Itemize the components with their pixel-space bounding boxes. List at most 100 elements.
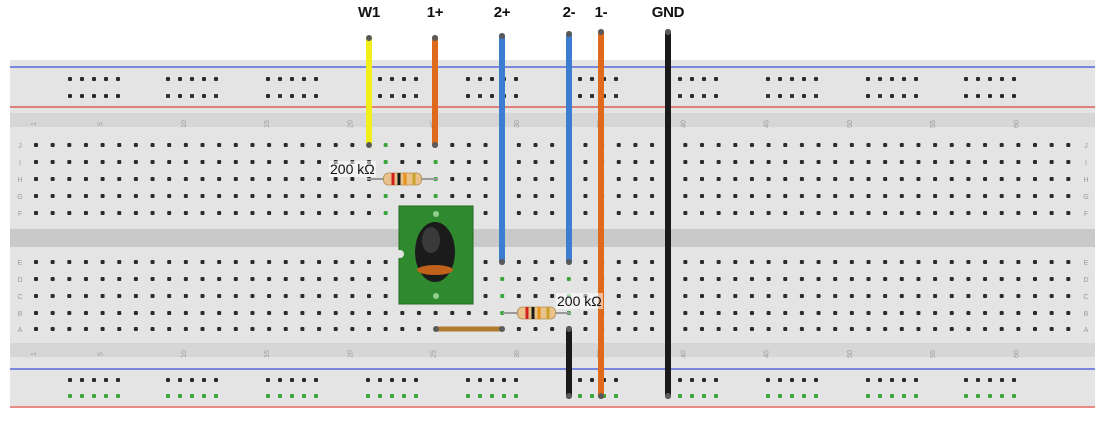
terminal-hole [633,260,638,264]
terminal-hole [67,211,72,215]
terminal-hole [916,194,921,198]
terminal-hole [1016,177,1021,181]
terminal-hole [999,277,1004,281]
rail-hole [190,77,194,81]
terminal-hole [34,277,38,281]
terminal-hole [883,211,888,215]
terminal-hole [183,177,188,181]
rail-hole [390,77,394,81]
terminal-hole [167,194,172,198]
rail-hole [778,394,782,398]
terminal-hole [683,194,688,198]
terminal-hole [333,143,338,147]
rail-hole [466,394,470,398]
terminal-hole [100,211,105,215]
terminal-hole [633,277,638,281]
terminal-hole [267,327,272,331]
terminal-hole [849,177,854,181]
terminal-hole [650,160,655,164]
terminal-hole [816,160,821,164]
rail-hole [814,378,818,382]
board-row-shade-bottom [10,343,1095,357]
rail-hole [314,394,318,398]
rail-hole [778,378,782,382]
terminal-hole [1049,177,1054,181]
terminal-hole [616,260,621,264]
rail-hole [314,77,318,81]
terminal-hole [716,194,721,198]
resistor-bottom-band [531,307,535,319]
terminal-hole [500,294,505,298]
label-2-plus: 2+ [493,4,511,21]
terminal-hole [450,311,455,315]
terminal-hole [100,311,105,315]
terminal-hole [783,311,788,315]
terminal-hole [866,277,871,281]
terminal-hole [383,211,388,215]
rail-hole [778,77,782,81]
terminal-hole [999,143,1004,147]
terminal-hole [616,211,621,215]
terminal-hole [883,160,888,164]
rail-hole [878,378,882,382]
terminal-hole [783,160,788,164]
terminal-hole [716,160,721,164]
terminal-hole [749,260,754,264]
terminal-hole [533,160,538,164]
terminal-hole [133,311,138,315]
terminal-hole [1066,143,1071,147]
rail-hole [766,378,770,382]
terminal-hole [300,327,305,331]
row-letter: H [1083,177,1088,184]
terminal-hole [550,194,555,198]
wire-w1-yellow-end [366,35,372,41]
terminal-hole [883,327,888,331]
terminal-hole [383,160,388,164]
rail-hole [714,394,718,398]
terminal-hole [899,327,904,331]
terminal-hole [367,294,371,298]
terminal-hole [200,260,205,264]
terminal-hole [133,294,138,298]
terminal-hole [633,177,638,181]
terminal-hole [383,194,388,198]
terminal-hole [100,160,105,164]
terminal-hole [350,260,355,264]
terminal-hole [716,277,721,281]
terminal-hole [1016,277,1021,281]
terminal-hole [167,327,172,331]
terminal-hole [317,277,322,281]
wire-1minus-orange-end [598,393,604,399]
terminal-hole [966,177,971,181]
terminal-hole [300,211,305,215]
rail-hole [402,77,406,81]
terminal-hole [816,143,821,147]
terminal-hole [583,194,588,198]
terminal-hole [849,194,854,198]
terminal-hole [350,294,355,298]
terminal-hole [416,311,421,315]
terminal-hole [916,143,921,147]
rail-hole [802,94,806,98]
terminal-hole [949,277,954,281]
terminal-hole [150,143,155,147]
terminal-hole [1016,160,1021,164]
terminal-hole [616,160,621,164]
terminal-hole [217,294,222,298]
terminal-hole [383,327,388,331]
terminal-hole [866,211,871,215]
rail-hole [690,394,694,398]
terminal-hole [100,277,105,281]
terminal-hole [1066,277,1071,281]
terminal-hole [1033,143,1037,147]
column-number: 25 [431,350,438,358]
column-number: 40 [680,350,687,358]
terminal-hole [83,177,88,181]
resistor-bottom-band [537,307,541,319]
terminal-hole [866,327,871,331]
terminal-hole [50,327,55,331]
rail-hole [178,378,182,382]
terminal-hole [150,327,155,331]
column-number: 1 [31,122,38,126]
